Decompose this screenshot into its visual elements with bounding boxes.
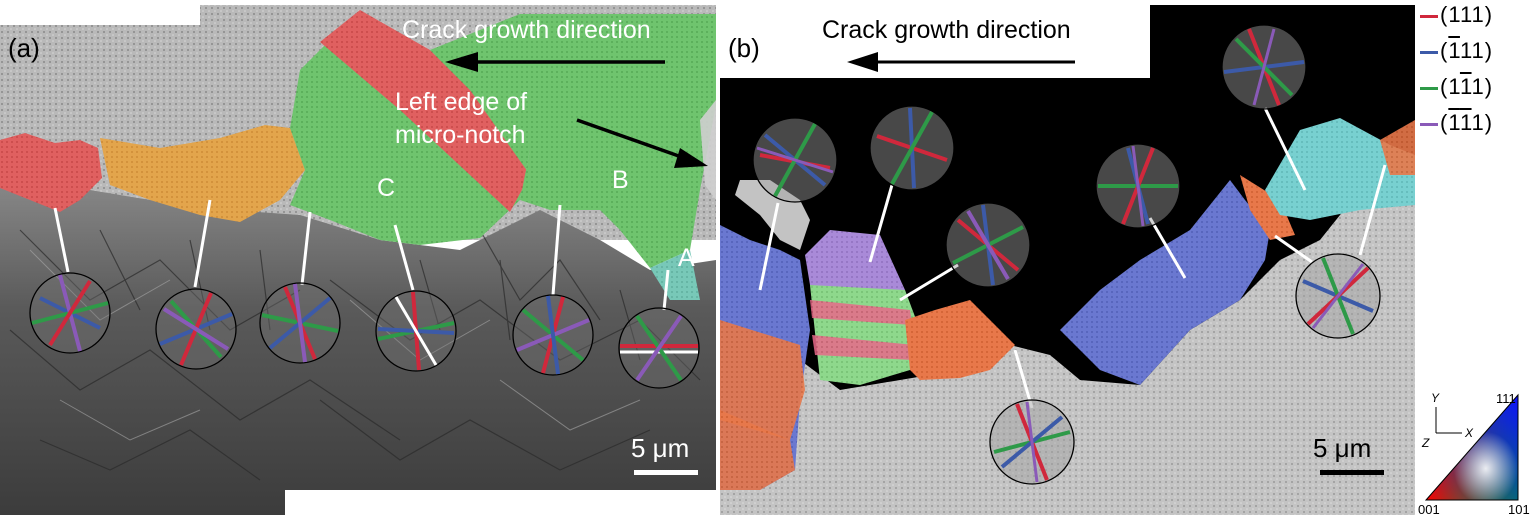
circle-a1	[29, 272, 111, 354]
legend-swatch	[1420, 15, 1438, 18]
axis-z-label: Z	[1421, 436, 1430, 450]
fracture-surface	[0, 170, 716, 515]
scale-label-a: 5 μm	[631, 433, 689, 463]
scale-bar-a	[634, 470, 698, 475]
grain-b	[430, 14, 716, 268]
scale-bar-b	[1320, 470, 1384, 475]
axis-x-label: X	[1464, 426, 1474, 440]
legend-swatch	[1420, 123, 1438, 126]
circle-a3	[259, 282, 341, 364]
arrow-left-a	[445, 52, 478, 72]
panel-b: (b) Crack growth direction 5 μm	[720, 0, 1415, 515]
grain-a	[650, 250, 700, 300]
grain-red-left	[0, 133, 102, 212]
circle-b2	[869, 105, 955, 191]
panel-a-label: (a)	[8, 33, 40, 63]
crack-label-b: Crack growth direction	[822, 16, 1071, 44]
plane-legend: (111) (111) (111) (111)	[1418, 0, 1535, 160]
circle-b3	[945, 202, 1031, 288]
notch-label-1: Left edge of	[395, 88, 527, 116]
corner-111: 111	[1496, 391, 1516, 406]
notch-label-2: micro-notch	[395, 121, 526, 149]
circle-a5	[512, 294, 594, 376]
legend-swatch	[1420, 87, 1438, 90]
panel-a: (a) Crack growth direction Left edge of …	[0, 0, 716, 515]
legend-item-barbar1: (111)	[1418, 108, 1535, 138]
circle-b7	[1295, 253, 1381, 339]
legend-item-1bar11: (111)	[1418, 72, 1535, 102]
grain-orange-small	[1240, 175, 1295, 240]
surface-region-b	[720, 160, 1415, 515]
grain-blue-mid	[1060, 180, 1270, 385]
grain-orange	[100, 125, 305, 222]
panel-b-label: (b)	[728, 33, 760, 63]
circle-b4	[1095, 143, 1181, 229]
grain-label-c: C	[377, 174, 395, 202]
circle-b1	[752, 117, 838, 203]
axis-y-label: Y	[1431, 391, 1440, 405]
circle-a6	[618, 307, 700, 389]
corner-101: 101	[1508, 502, 1530, 515]
circle-b5	[989, 399, 1075, 485]
connector-lines-b	[758, 107, 1387, 409]
circle-a2	[155, 288, 237, 370]
grain-label-a: A	[678, 244, 695, 272]
scale-label-b: 5 μm	[1313, 433, 1371, 463]
legend-item-bar111: (111)	[1418, 36, 1535, 66]
circle-a4	[375, 290, 457, 372]
legend-item-111: (111)	[1418, 0, 1535, 30]
arrow-left-b	[847, 52, 878, 72]
grain-green-stripes	[810, 285, 920, 385]
grain-orange-b	[905, 300, 1015, 380]
grain-red-band	[320, 10, 530, 212]
crack-label-a: Crack growth direction	[402, 16, 651, 44]
panel-a-figure: (a) Crack growth direction Left edge of …	[0, 0, 716, 515]
legend-swatch	[1420, 51, 1438, 54]
fracture-facets	[9, 229, 701, 481]
connector-lines-a	[53, 199, 670, 311]
arrow-notch	[674, 148, 708, 168]
ipf-color-key: Y Z X 111 001 101	[1418, 385, 1535, 515]
grain-purple	[805, 230, 905, 290]
panel-b-figure: (b) Crack growth direction 5 μm	[720, 0, 1415, 515]
corner-001: 001	[1418, 502, 1440, 515]
circle-b6	[1221, 24, 1307, 110]
grain-label-b: B	[612, 166, 629, 194]
